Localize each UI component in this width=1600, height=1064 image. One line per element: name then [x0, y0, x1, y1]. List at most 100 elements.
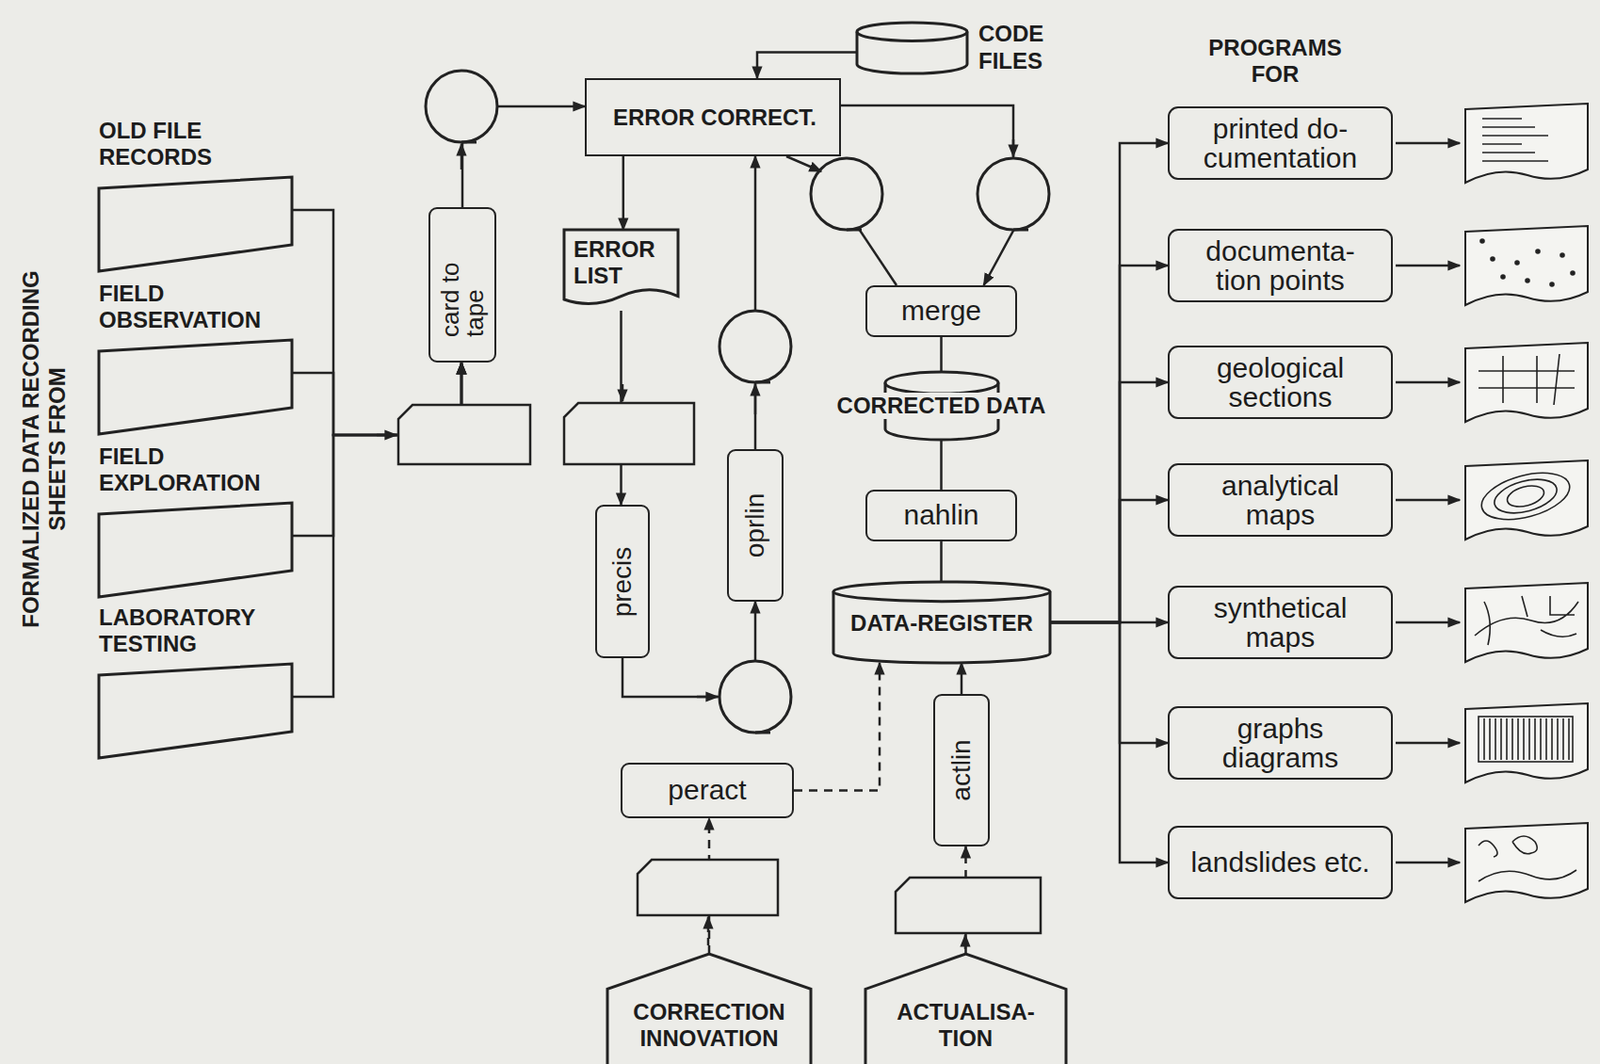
punch-card [564, 403, 695, 465]
arrow [376, 434, 397, 437]
outline-path [856, 32, 968, 42]
tape-reel [810, 158, 883, 230]
vertical-caption: FORMALIZED DATA RECORDING SHEETS FROM [17, 242, 70, 657]
node-label: nahlin [903, 499, 979, 533]
sheet-sketch [1476, 464, 1575, 528]
node-label: DATA-REGISTER [850, 610, 1034, 637]
record-sheet [98, 663, 292, 759]
process-box: printed do- cumentation [1167, 106, 1393, 180]
output-arrow [1395, 742, 1460, 745]
node-outline [98, 502, 292, 598]
output-sheet [1465, 582, 1588, 663]
pent-node: ACTUALISA- TION [865, 953, 1067, 1064]
sheet-outline [1465, 460, 1588, 540]
node-label: peract [667, 774, 746, 808]
node-label: LABORATORY TESTING [98, 604, 292, 657]
output-arrow [1395, 861, 1460, 865]
flow-connector [960, 662, 964, 695]
process-box: landslides etc. [1167, 825, 1393, 900]
flow-connector [1050, 265, 1168, 623]
arrow [707, 917, 711, 946]
flow-connector [622, 156, 626, 230]
sheet-sketch [1478, 354, 1575, 405]
record-sheet [98, 177, 292, 272]
sheet-node: OLD FILE RECORDS [98, 117, 292, 272]
sheet-node: FIELD EXPLORATION [98, 443, 292, 598]
arrow [460, 144, 464, 170]
arrow [786, 156, 822, 172]
outline-path [98, 339, 292, 435]
arrow [696, 695, 718, 699]
node-label: geological sections [1187, 353, 1374, 413]
node-label: oprlin [742, 493, 769, 558]
node-label: CODE FILES [978, 20, 1068, 76]
tape-to-merge-line [858, 228, 897, 286]
node-label: actlin [948, 739, 975, 801]
codefiles-node: CODE FILES [856, 20, 1068, 76]
node-label: CORRECTED DATA [832, 392, 1051, 420]
outline-path [98, 177, 292, 272]
arrow [1012, 139, 1016, 157]
node-label: documenta- tion points [1187, 236, 1374, 296]
rot-node: card to tape [428, 207, 497, 363]
outline-path [833, 581, 1051, 663]
flow-connector [1050, 622, 1168, 744]
node-label: precis [609, 546, 636, 617]
process-box: merge [865, 285, 1018, 338]
arrow [621, 384, 625, 402]
process-box: geological sections [1167, 345, 1393, 420]
doc-node: ERROR LIST [564, 229, 679, 311]
node-outline [98, 663, 292, 759]
process-box: ERROR CORRECT. [584, 78, 841, 157]
arrow [964, 935, 968, 950]
flow-connector [939, 541, 943, 582]
flow-connector [1050, 622, 1168, 863]
punch-card [637, 859, 778, 916]
cylstrip-node: CORRECTED DATA [802, 371, 1081, 440]
punch-card [398, 404, 531, 465]
output-sheet [1465, 226, 1588, 306]
node-label: analytical maps [1187, 470, 1374, 531]
output-sheet [1465, 703, 1588, 783]
process-box: analytical maps [1167, 463, 1393, 537]
node-label: card to tape [437, 233, 487, 338]
rot-node: actlin [933, 694, 990, 847]
sheet-sketch [1474, 596, 1579, 646]
column-heading: PROGRAMS FOR [1195, 34, 1356, 87]
tape-reel [425, 70, 498, 143]
node-label: graphs diagrams [1187, 713, 1374, 774]
sheet-outline [1465, 582, 1588, 663]
record-sheet [98, 339, 292, 435]
sheet-outline [1465, 823, 1588, 903]
process-box: documenta- tion points [1167, 228, 1393, 303]
flow-connector [757, 51, 857, 79]
output-sheet [1465, 103, 1588, 183]
rot-node: precis [595, 504, 650, 659]
outline-path [564, 229, 679, 304]
flow-connector [1050, 382, 1168, 623]
sheet-sketch [1482, 118, 1549, 162]
node-label: ACTUALISA- TION [874, 999, 1057, 1051]
sheet-sketch [1480, 239, 1575, 287]
output-sheet [1465, 460, 1588, 540]
node-label: ERROR LIST [573, 236, 671, 289]
output-arrow [1395, 381, 1460, 385]
node-label: FIELD OBSERVATION [98, 280, 292, 333]
process-box: graphs diagrams [1167, 706, 1393, 780]
output-arrow [1395, 621, 1460, 625]
flow-connector [754, 156, 758, 450]
flow-connector [1050, 500, 1168, 623]
sheet-outline [1465, 703, 1588, 783]
arrow [754, 384, 758, 415]
flow-connector [939, 337, 943, 372]
punch-card [895, 877, 1041, 934]
output-arrow [1395, 142, 1460, 146]
cyl-node: DATA-REGISTER [833, 581, 1051, 663]
output-sheet [1465, 342, 1588, 422]
node-outline [856, 22, 968, 74]
node-label: printed do- cumentation [1187, 113, 1374, 174]
outline-path [607, 953, 811, 1064]
sheet-outline [1465, 342, 1588, 422]
sheet-sketch [1478, 716, 1573, 762]
